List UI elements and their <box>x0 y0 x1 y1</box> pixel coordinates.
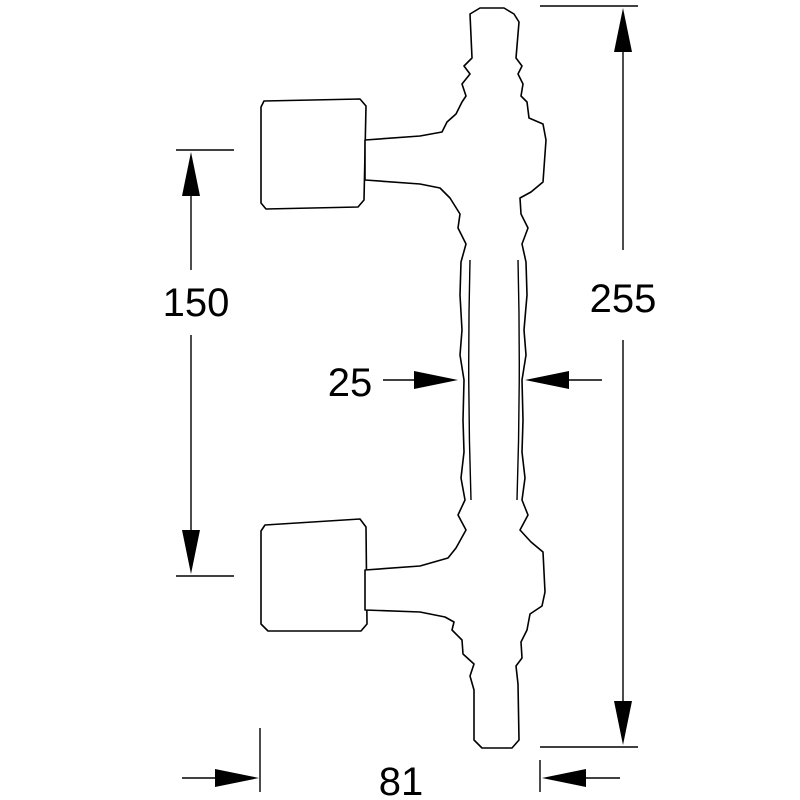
grip-diameter-label: 25 <box>328 361 373 405</box>
arrow-down-icon <box>614 701 632 745</box>
arrow-left-icon <box>525 371 569 389</box>
lower-mounting-foot <box>260 518 368 632</box>
handle-outline <box>260 7 547 749</box>
dimension-projection: 81 <box>182 728 620 800</box>
dimension-overall-length: 255 <box>540 5 657 748</box>
arrow-up-icon <box>182 152 200 196</box>
upper-mounting-foot <box>260 98 367 210</box>
projection-label: 81 <box>379 760 424 800</box>
arrow-left-icon <box>542 769 586 787</box>
grip-edge-left <box>468 259 472 501</box>
dimension-centres: 150 <box>163 149 234 577</box>
arrow-down-icon <box>182 530 200 574</box>
arrow-right-icon <box>414 371 458 389</box>
arrow-right-icon <box>215 769 259 787</box>
dimension-grip-diameter: 25 <box>328 361 602 405</box>
overall-length-label: 255 <box>590 277 657 321</box>
centres-label: 150 <box>163 281 230 325</box>
arrow-up-icon <box>614 8 632 52</box>
handle-bar <box>364 7 547 749</box>
grip-edge-right <box>516 259 520 501</box>
